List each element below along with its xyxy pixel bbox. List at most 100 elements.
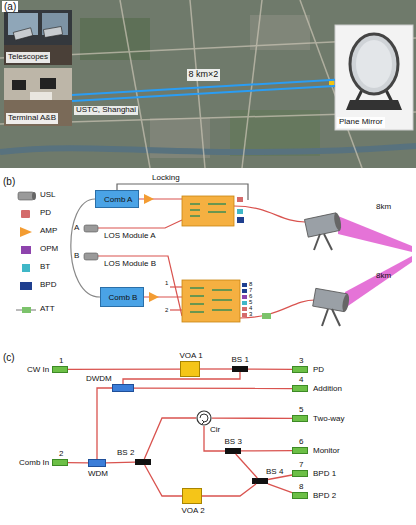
- comb-box: Comb A: [95, 190, 139, 208]
- photo-inset: Plane Mirror: [335, 25, 413, 130]
- port-name: CW In: [27, 366, 49, 375]
- port-number: 4: [299, 376, 303, 385]
- fiber-line: [236, 454, 258, 478]
- legend-symbols: [16, 192, 36, 313]
- part-name: VOA 1: [180, 352, 203, 361]
- fiber-line: [106, 462, 135, 464]
- port-number: 2: [59, 450, 63, 459]
- port-name: BPD 2: [313, 492, 336, 501]
- port-number: 3: [249, 311, 252, 318]
- port-number: 3: [299, 357, 303, 366]
- beam-splitter: BS 1: [232, 366, 248, 372]
- legend-text: AMP: [40, 226, 57, 235]
- fiber-line: [200, 368, 232, 369]
- legend-entry: OPM: [40, 245, 58, 254]
- wdm-filter: DWDM: [112, 384, 134, 392]
- fiber-line: [241, 450, 292, 452]
- legend-entry: BPD: [40, 281, 56, 290]
- legend-text: BT: [40, 262, 50, 271]
- telescope-photo: [4, 10, 72, 65]
- photo-caption: Plane Mirror: [337, 117, 385, 128]
- distance-label: 8km: [376, 203, 391, 212]
- laser-link: [72, 80, 335, 95]
- fiber-line: [212, 417, 292, 419]
- part-name: WDM: [88, 470, 108, 479]
- attenuator-symbol: VOA 1: [180, 361, 200, 377]
- fiber-line: [97, 388, 112, 459]
- photo-inset: Terminal A&B: [4, 68, 72, 126]
- comb-box: Comb B: [100, 287, 144, 307]
- beam-splitter: BS 2: [135, 459, 151, 465]
- source-label: B: [74, 252, 79, 261]
- beam-path: [338, 216, 412, 308]
- edge-label: 8 km×2: [187, 69, 221, 81]
- part-name: BS 1: [232, 356, 249, 365]
- wdm-filter: WDM: [88, 459, 106, 467]
- legend-text: ATT: [40, 304, 55, 313]
- legend-text: USL: [40, 190, 56, 199]
- legend-text: PD: [40, 208, 51, 217]
- fiber-line: [204, 426, 225, 451]
- fiber-line: [144, 418, 196, 459]
- photo-inset: Telescopes: [4, 10, 72, 65]
- attenuator-symbol: VOA 2: [182, 488, 202, 504]
- beam-splitter: BS 4: [252, 478, 268, 484]
- circulator: Cir: [196, 410, 212, 426]
- part-name: BS 2: [117, 449, 134, 458]
- terminal-photo: [4, 68, 72, 126]
- fiber-port: 4Addition: [292, 385, 308, 392]
- beam-splitter: BS 3: [225, 448, 241, 454]
- fiber-port: 8BPD 2: [292, 492, 308, 499]
- fiber-port: 3PD: [292, 366, 308, 373]
- port-name: Comb In: [19, 459, 49, 468]
- port-number: 5: [249, 299, 252, 306]
- laser-symbol: [84, 225, 98, 260]
- module-name: LOS Module B: [104, 260, 156, 269]
- part-name: VOA 2: [182, 507, 205, 516]
- legend-text: BPD: [40, 280, 56, 289]
- legend-entry: ATT: [40, 305, 55, 314]
- port-number: 4: [249, 305, 252, 312]
- port-number: 2: [165, 307, 168, 314]
- legend-entry: AMP: [40, 227, 57, 236]
- part-name: BS 3: [225, 438, 242, 447]
- fiber-line: [145, 465, 182, 496]
- port-number: 6: [249, 293, 252, 300]
- box-label: Comb B: [109, 294, 138, 303]
- panel-label: (c): [3, 352, 15, 363]
- fiber-port: 1CW In: [52, 366, 68, 373]
- port-name: BPD 1: [313, 470, 336, 479]
- part-name: Cir: [210, 426, 220, 435]
- port-number: 1: [59, 357, 63, 366]
- legend-entry: PD: [40, 209, 51, 218]
- source-label: A: [74, 224, 79, 233]
- port-name: Addition: [313, 385, 342, 394]
- module-name: LOS Module A: [104, 232, 156, 241]
- legend-entry: BT: [40, 263, 50, 272]
- place-name: USTC, Shanghai: [74, 106, 138, 115]
- port-number: 8: [299, 483, 303, 492]
- fiber-port: 6Monitor: [292, 447, 308, 454]
- panel-label: (a): [2, 1, 18, 12]
- circulator-outline: [196, 410, 212, 426]
- legend-text: OPM: [40, 244, 58, 253]
- port-number: 5: [299, 406, 303, 415]
- fiber-port: 2Comb In: [52, 459, 68, 466]
- part-name: DWDM: [86, 375, 112, 384]
- satellite-map: [0, 0, 416, 168]
- panel-label: (b): [3, 176, 15, 187]
- mirror-photo: [335, 25, 413, 130]
- fiber-line: [248, 368, 292, 370]
- distance-label: 8km: [376, 272, 391, 281]
- port-name: Monitor: [313, 447, 340, 456]
- fiber-port: 7BPD 1: [292, 470, 308, 477]
- detector-symbols: [237, 197, 271, 319]
- los-module: [182, 196, 240, 322]
- port-number: 1: [165, 280, 168, 287]
- signal-name: Locking: [152, 174, 180, 183]
- port-number: 8: [249, 281, 252, 288]
- laser-link: [72, 86, 335, 101]
- port-name: PD: [313, 366, 324, 375]
- legend-entry: USL: [40, 191, 56, 200]
- box-label: Comb A: [104, 196, 132, 205]
